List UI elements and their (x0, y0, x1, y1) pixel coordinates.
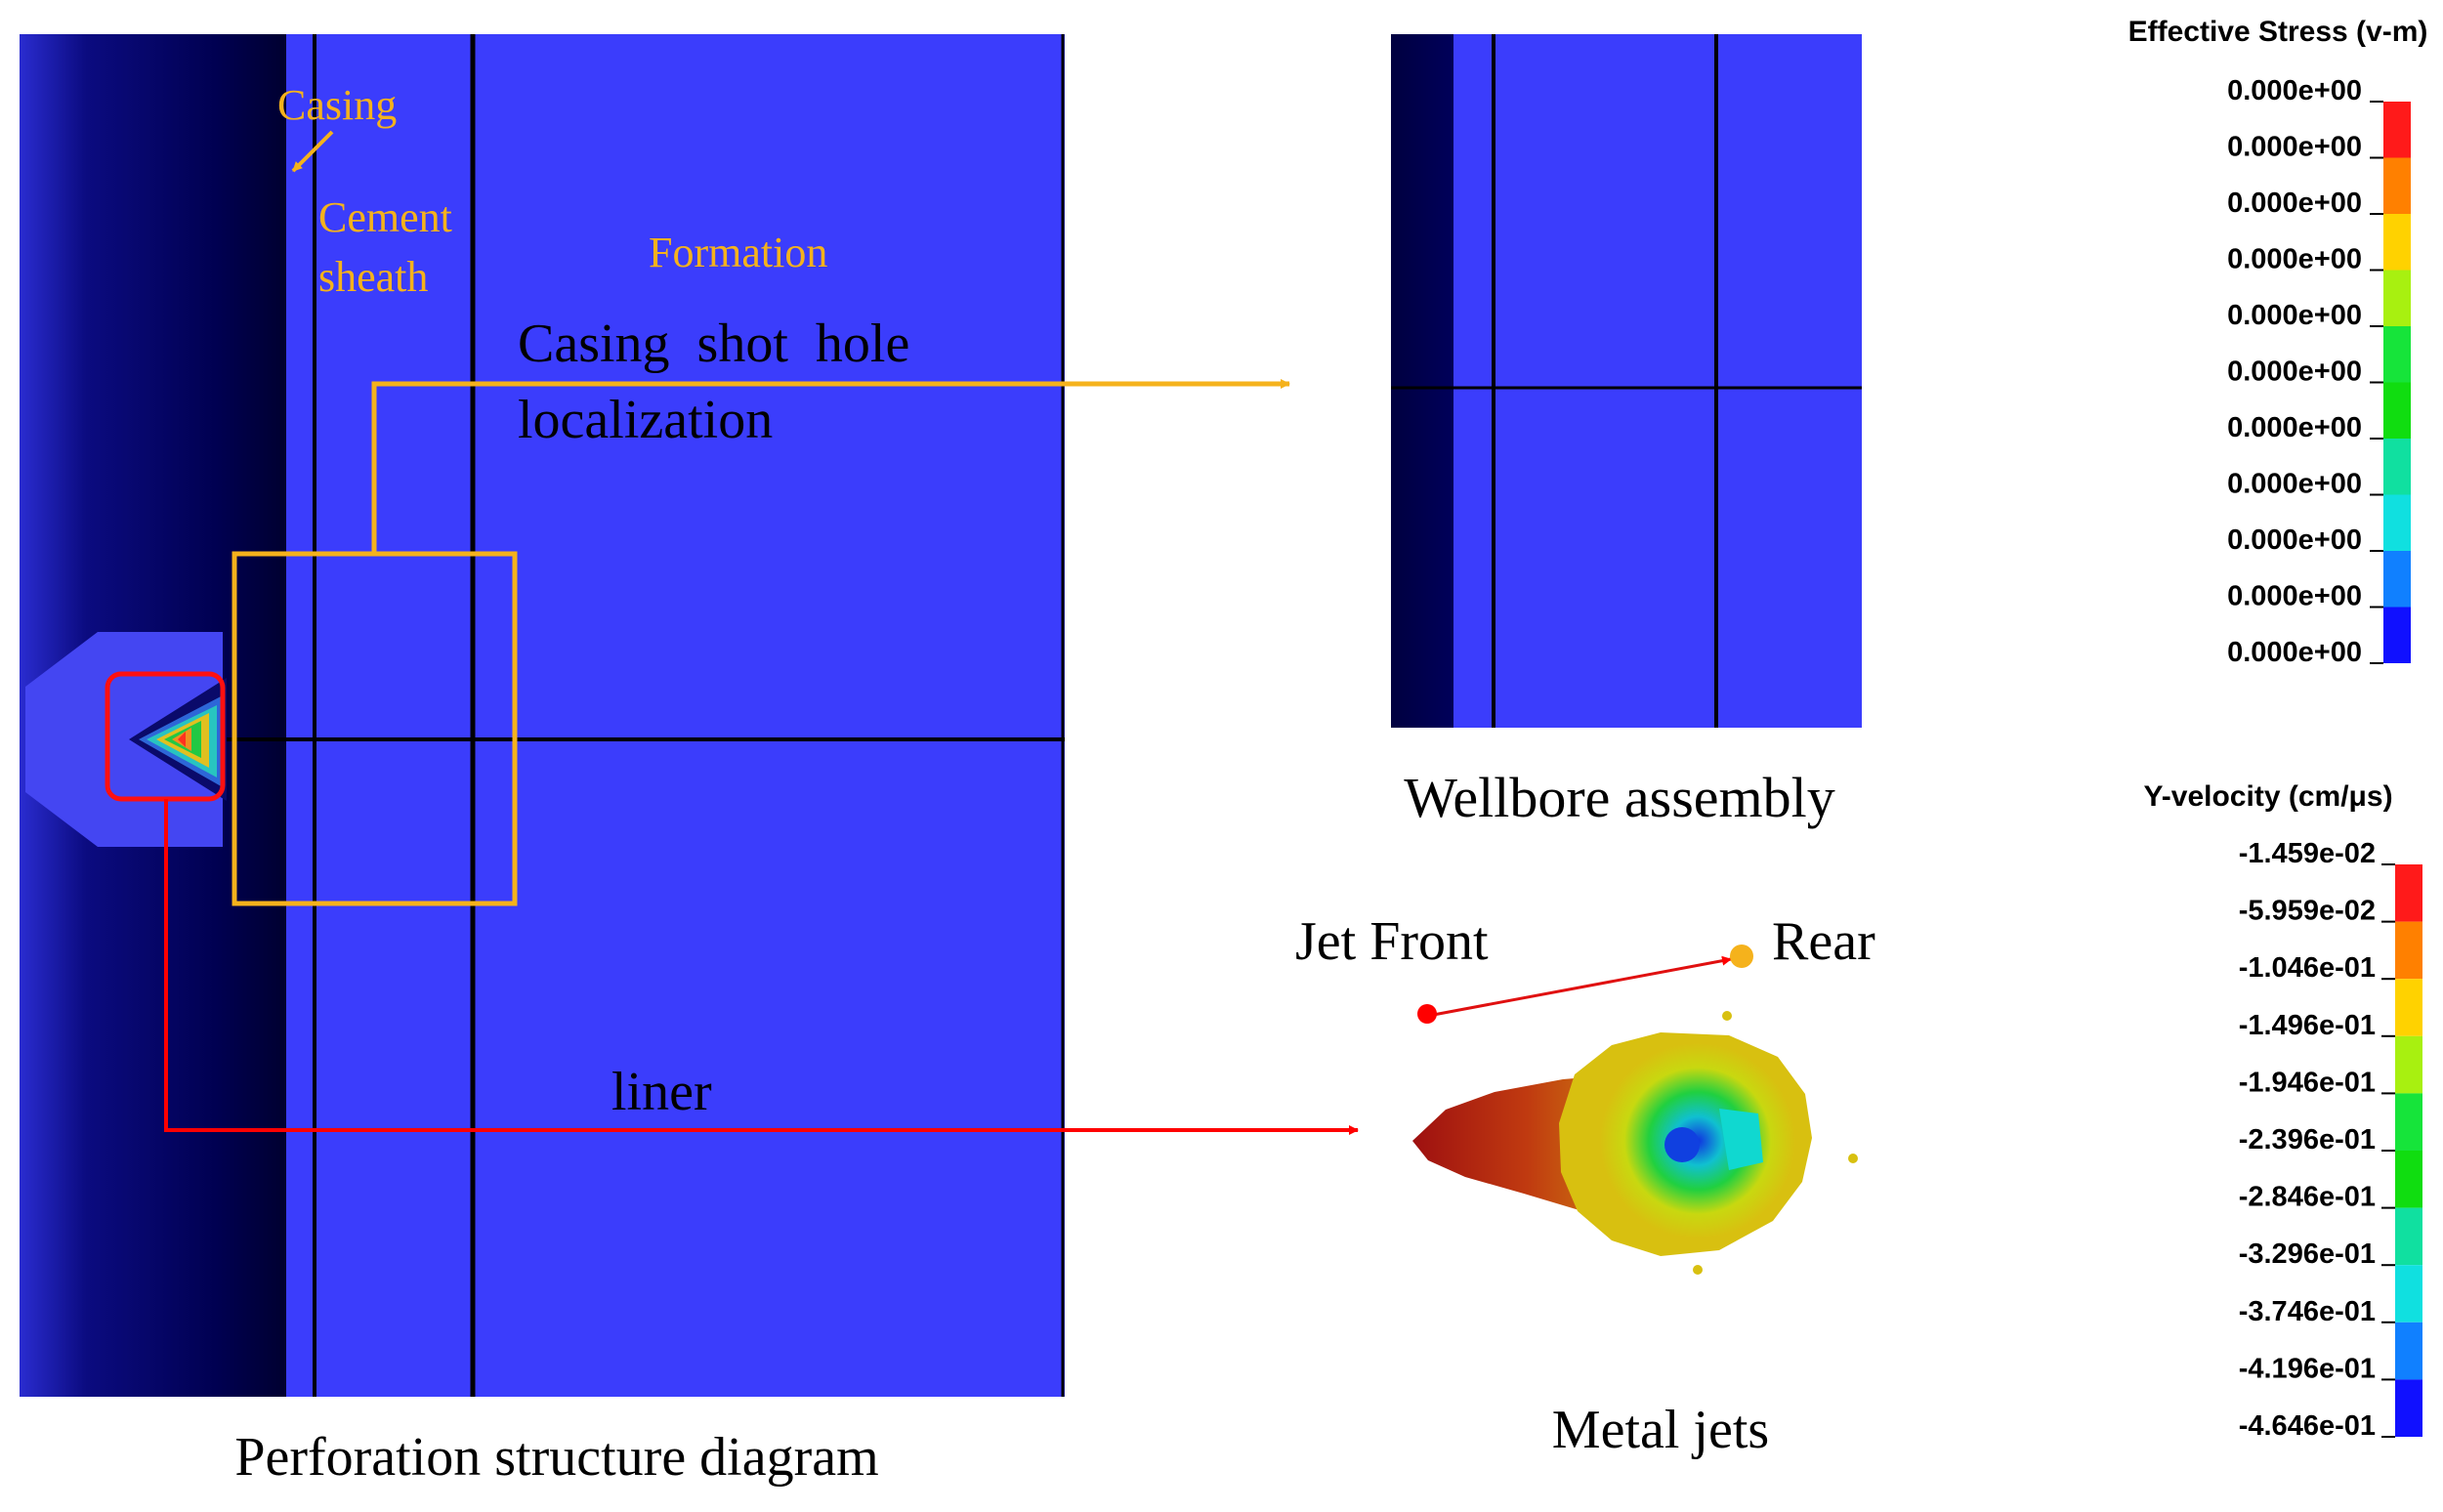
stress-legend-tick-label: 0.000e+00 (2227, 581, 2362, 612)
stress-legend-tick-label: 0.000e+00 (2227, 244, 2362, 275)
stress-legend-color-swatch (2383, 494, 2411, 551)
velocity-legend-color-swatch (2395, 1151, 2422, 1208)
charge-housing (25, 632, 223, 847)
casing-label: Casing (277, 81, 397, 129)
velocity-legend-color-swatch (2395, 1035, 2422, 1094)
stress-legend-tick-label: 0.000e+00 (2227, 75, 2362, 106)
stress-legend-tick-label: 0.000e+00 (2227, 525, 2362, 556)
stress-legend-title: Effective Stress (v-m) (2128, 16, 2428, 48)
rear-label: Rear (1772, 911, 1875, 972)
wellbore-casing-band (1391, 34, 1453, 728)
perforation-caption: Perforation structure diagram (234, 1427, 878, 1488)
velocity-legend-title: Y-velocity (cm/μs) (2143, 780, 2392, 813)
velocity-legend-tick-label: -4.196e-01 (2239, 1353, 2376, 1384)
jet-direction-arrow (1427, 955, 1732, 1018)
velocity-legend-tick-label: -2.396e-01 (2239, 1124, 2376, 1155)
formation-label: Formation (649, 229, 827, 276)
rear-dot (1730, 945, 1753, 968)
liner-label: liner (611, 1062, 712, 1122)
stress-legend-tick-label: 0.000e+00 (2227, 300, 2362, 331)
velocity-legend-color-swatch (2395, 1265, 2422, 1323)
velocity-legend-tick-label: -3.296e-01 (2239, 1239, 2376, 1270)
metal-jets-caption: Metal jets (1552, 1400, 1769, 1460)
jet-front-label: Jet Front (1295, 911, 1489, 972)
effective-stress-legend: Effective Stress (v-m) 0.000e+00 0.000e+0… (2128, 16, 2428, 668)
stress-legend-color-swatch (2383, 102, 2411, 158)
velocity-legend-color-swatch (2395, 921, 2422, 980)
metal-jets-panel: Jet Front Rear Metal jets (1295, 911, 1875, 1460)
velocity-legend-color-swatch (2395, 1207, 2422, 1266)
velocity-legend-tick-label: -1.496e-01 (2239, 1010, 2376, 1041)
stress-legend-color-swatch (2383, 157, 2411, 214)
velocity-legend-tick-label: -2.846e-01 (2239, 1182, 2376, 1213)
casing-pointer-arrow (291, 130, 334, 173)
velocity-legend-color-swatch (2395, 979, 2422, 1036)
wellbore-assembly-panel: Wellbore assembly (1391, 34, 1862, 829)
stress-legend-color-swatch (2383, 439, 2411, 495)
cement-label-line2: sheath (318, 253, 428, 301)
velocity-legend-color-swatch (2395, 1379, 2422, 1437)
shot-hole-leader (371, 379, 1290, 554)
stress-legend-color-swatch (2383, 382, 2411, 439)
stress-legend-color-swatch (2383, 270, 2411, 326)
shot-hole-label-line2: localization (518, 390, 773, 450)
liner-leader (164, 799, 1359, 1135)
stress-legend-color-swatch (2383, 326, 2411, 383)
velocity-legend-color-swatch (2395, 1322, 2422, 1380)
velocity-legend-tick-label: -1.459e-02 (2239, 838, 2376, 869)
stress-legend-tick-label: 0.000e+00 (2227, 469, 2362, 500)
perforation-structure-panel: Casing Cement sheath Formation Casing sh… (20, 34, 1359, 1488)
shot-hole-label-line1: Casing shot hole (518, 314, 909, 374)
cement-label-line1: Cement (318, 193, 452, 241)
velocity-legend-tick-label: -1.046e-01 (2239, 952, 2376, 984)
liner-cone (129, 678, 227, 801)
velocity-legend-color-swatch (2395, 864, 2422, 922)
stress-legend-tick-label: 0.000e+00 (2227, 637, 2362, 668)
stress-legend-color-swatch (2383, 551, 2411, 608)
jet-front-dot (1417, 1004, 1437, 1024)
velocity-legend-tick-label: -4.646e-01 (2239, 1410, 2376, 1442)
velocity-legend-tick-label: -5.959e-02 (2239, 896, 2376, 927)
wellbore-domain (1391, 34, 1862, 728)
velocity-legend-color-swatch (2395, 1093, 2422, 1151)
stress-legend-color-swatch (2383, 214, 2411, 271)
stress-legend-tick-label: 0.000e+00 (2227, 357, 2362, 388)
y-velocity-legend: Y-velocity (cm/μs) -1.459e-02 -5.959e-02 -… (2143, 780, 2422, 1442)
metal-jet-shape (1412, 1011, 1858, 1275)
velocity-legend-tick-label: -1.946e-01 (2239, 1067, 2376, 1098)
velocity-legend-tick-label: -3.746e-01 (2239, 1296, 2376, 1327)
wellbore-caption: Wellbore assembly (1404, 766, 1835, 829)
stress-legend-color-swatch (2383, 607, 2411, 663)
stress-legend-tick-label: 0.000e+00 (2227, 412, 2362, 443)
stress-legend-tick-label: 0.000e+00 (2227, 132, 2362, 163)
stress-legend-tick-label: 0.000e+00 (2227, 188, 2362, 219)
